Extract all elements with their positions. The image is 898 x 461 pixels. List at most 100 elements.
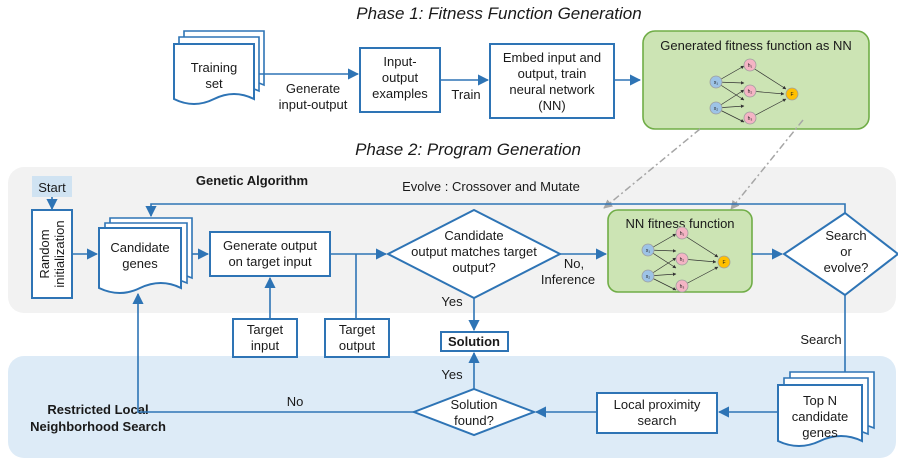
top-n-line: candidate bbox=[792, 409, 848, 424]
nn-hidden-node bbox=[743, 84, 757, 98]
nn-hidden-node bbox=[743, 58, 757, 72]
generate-output-line: Generate output bbox=[223, 238, 317, 253]
nn-input-label: x₂ bbox=[646, 274, 651, 280]
search-evolve-line: Search bbox=[825, 228, 866, 243]
yes-label-ga: Yes bbox=[441, 294, 463, 309]
nn-input-label: x₁ bbox=[714, 80, 719, 86]
search-evolve-line: evolve? bbox=[824, 260, 869, 275]
search-evolve-line: or bbox=[840, 244, 852, 259]
top-n-line: genes bbox=[802, 425, 838, 440]
generated-nn-title: Generated fitness function as NN bbox=[660, 38, 852, 53]
nn-hidden-label: h₁ bbox=[748, 63, 753, 69]
svg-text:Randominitialization: Randominitialization bbox=[37, 220, 67, 287]
io-examples-line: output bbox=[382, 70, 419, 85]
ga-title: Genetic Algorithm bbox=[196, 173, 308, 188]
match-decision-line: output matches target bbox=[411, 244, 537, 259]
solution-found-line: Solution bbox=[451, 397, 498, 412]
train-label: Train bbox=[451, 87, 480, 102]
nn-output-node bbox=[785, 87, 799, 101]
embed-line: neural network bbox=[509, 82, 595, 97]
training-set-line: Training bbox=[191, 60, 237, 75]
nn-input-label: x₁ bbox=[646, 248, 651, 254]
embed-line: output, train bbox=[518, 66, 587, 81]
start-box bbox=[32, 176, 72, 197]
local-proximity-line: Local proximity bbox=[614, 397, 701, 412]
generate-io-label: input-output bbox=[279, 97, 348, 112]
training-set-line: set bbox=[205, 76, 223, 91]
target-input-line: input bbox=[251, 338, 280, 353]
embed-train-box bbox=[489, 43, 615, 119]
nn-input-node bbox=[641, 269, 655, 283]
nn-hidden-node bbox=[675, 226, 689, 240]
evolve-label: Evolve : Crossover and Mutate bbox=[402, 179, 580, 194]
random-init-box bbox=[31, 209, 73, 299]
yes-label-local: Yes bbox=[441, 367, 463, 382]
candidate-genes-line: genes bbox=[122, 256, 158, 271]
no-inference-line: Inference bbox=[541, 272, 595, 287]
target-input-box bbox=[232, 318, 298, 358]
top-n-line: Top N bbox=[803, 393, 837, 408]
target-output-box bbox=[324, 318, 390, 358]
nn-input-label: x₂ bbox=[714, 106, 719, 112]
io-examples-line: Input- bbox=[383, 54, 416, 69]
svg-text:No,Inference: No,Inference bbox=[541, 256, 595, 287]
target-input-line: Target bbox=[247, 322, 284, 337]
random-init-line: Random bbox=[37, 229, 52, 278]
generated-nn-panel bbox=[642, 30, 870, 130]
solution-found-decision bbox=[411, 387, 537, 437]
solution-label: Solution bbox=[448, 334, 500, 349]
local-proximity-line: search bbox=[637, 413, 676, 428]
search-label: Search bbox=[800, 332, 841, 347]
solution-found-line: found? bbox=[454, 413, 494, 428]
nn-hidden-node bbox=[675, 279, 689, 293]
local-title-line: Restricted Local bbox=[47, 402, 148, 417]
candidate-genes-line: Candidate bbox=[110, 240, 169, 255]
local-title-line: Neighborhood Search bbox=[30, 419, 166, 434]
embed-line: (NN) bbox=[538, 98, 565, 113]
nn-fitness-title: NN fitness function bbox=[625, 216, 734, 231]
no-label-local: No bbox=[287, 394, 304, 409]
nn-input-node bbox=[641, 243, 655, 257]
generate-output-line: on target input bbox=[228, 254, 312, 269]
nn-figure-mid: x₁ x₂ h₁ h₂ h₃ F bbox=[641, 226, 731, 293]
embed-line: Embed input and bbox=[503, 50, 601, 65]
nn-hidden-node bbox=[743, 111, 757, 125]
phase2-title: Phase 2: Program Generation bbox=[355, 140, 581, 159]
nn-hidden-label: h₁ bbox=[680, 231, 685, 237]
nn-hidden-label: h₂ bbox=[748, 89, 753, 95]
match-decision-line: Candidate bbox=[444, 228, 503, 243]
nn-output-label: F bbox=[722, 260, 725, 266]
nn-hidden-label: h₃ bbox=[680, 284, 685, 290]
start-label: Start bbox=[38, 180, 66, 195]
nn-hidden-label: h₃ bbox=[748, 116, 753, 122]
solution-box bbox=[440, 331, 509, 352]
generate-io-label: Generate bbox=[286, 81, 340, 96]
nn-figure-top: x₁ x₂ h₁ h₂ h₃ F bbox=[709, 58, 799, 125]
no-inference-line: No, bbox=[564, 256, 584, 271]
nn-hidden-label: h₂ bbox=[680, 257, 685, 263]
phase1-title: Phase 1: Fitness Function Generation bbox=[356, 4, 641, 23]
local-proximity-box bbox=[596, 392, 718, 434]
match-decision-line: output? bbox=[452, 260, 495, 275]
target-output-line: output bbox=[339, 338, 376, 353]
target-output-line: Target bbox=[339, 322, 376, 337]
nn-input-node bbox=[709, 75, 723, 89]
